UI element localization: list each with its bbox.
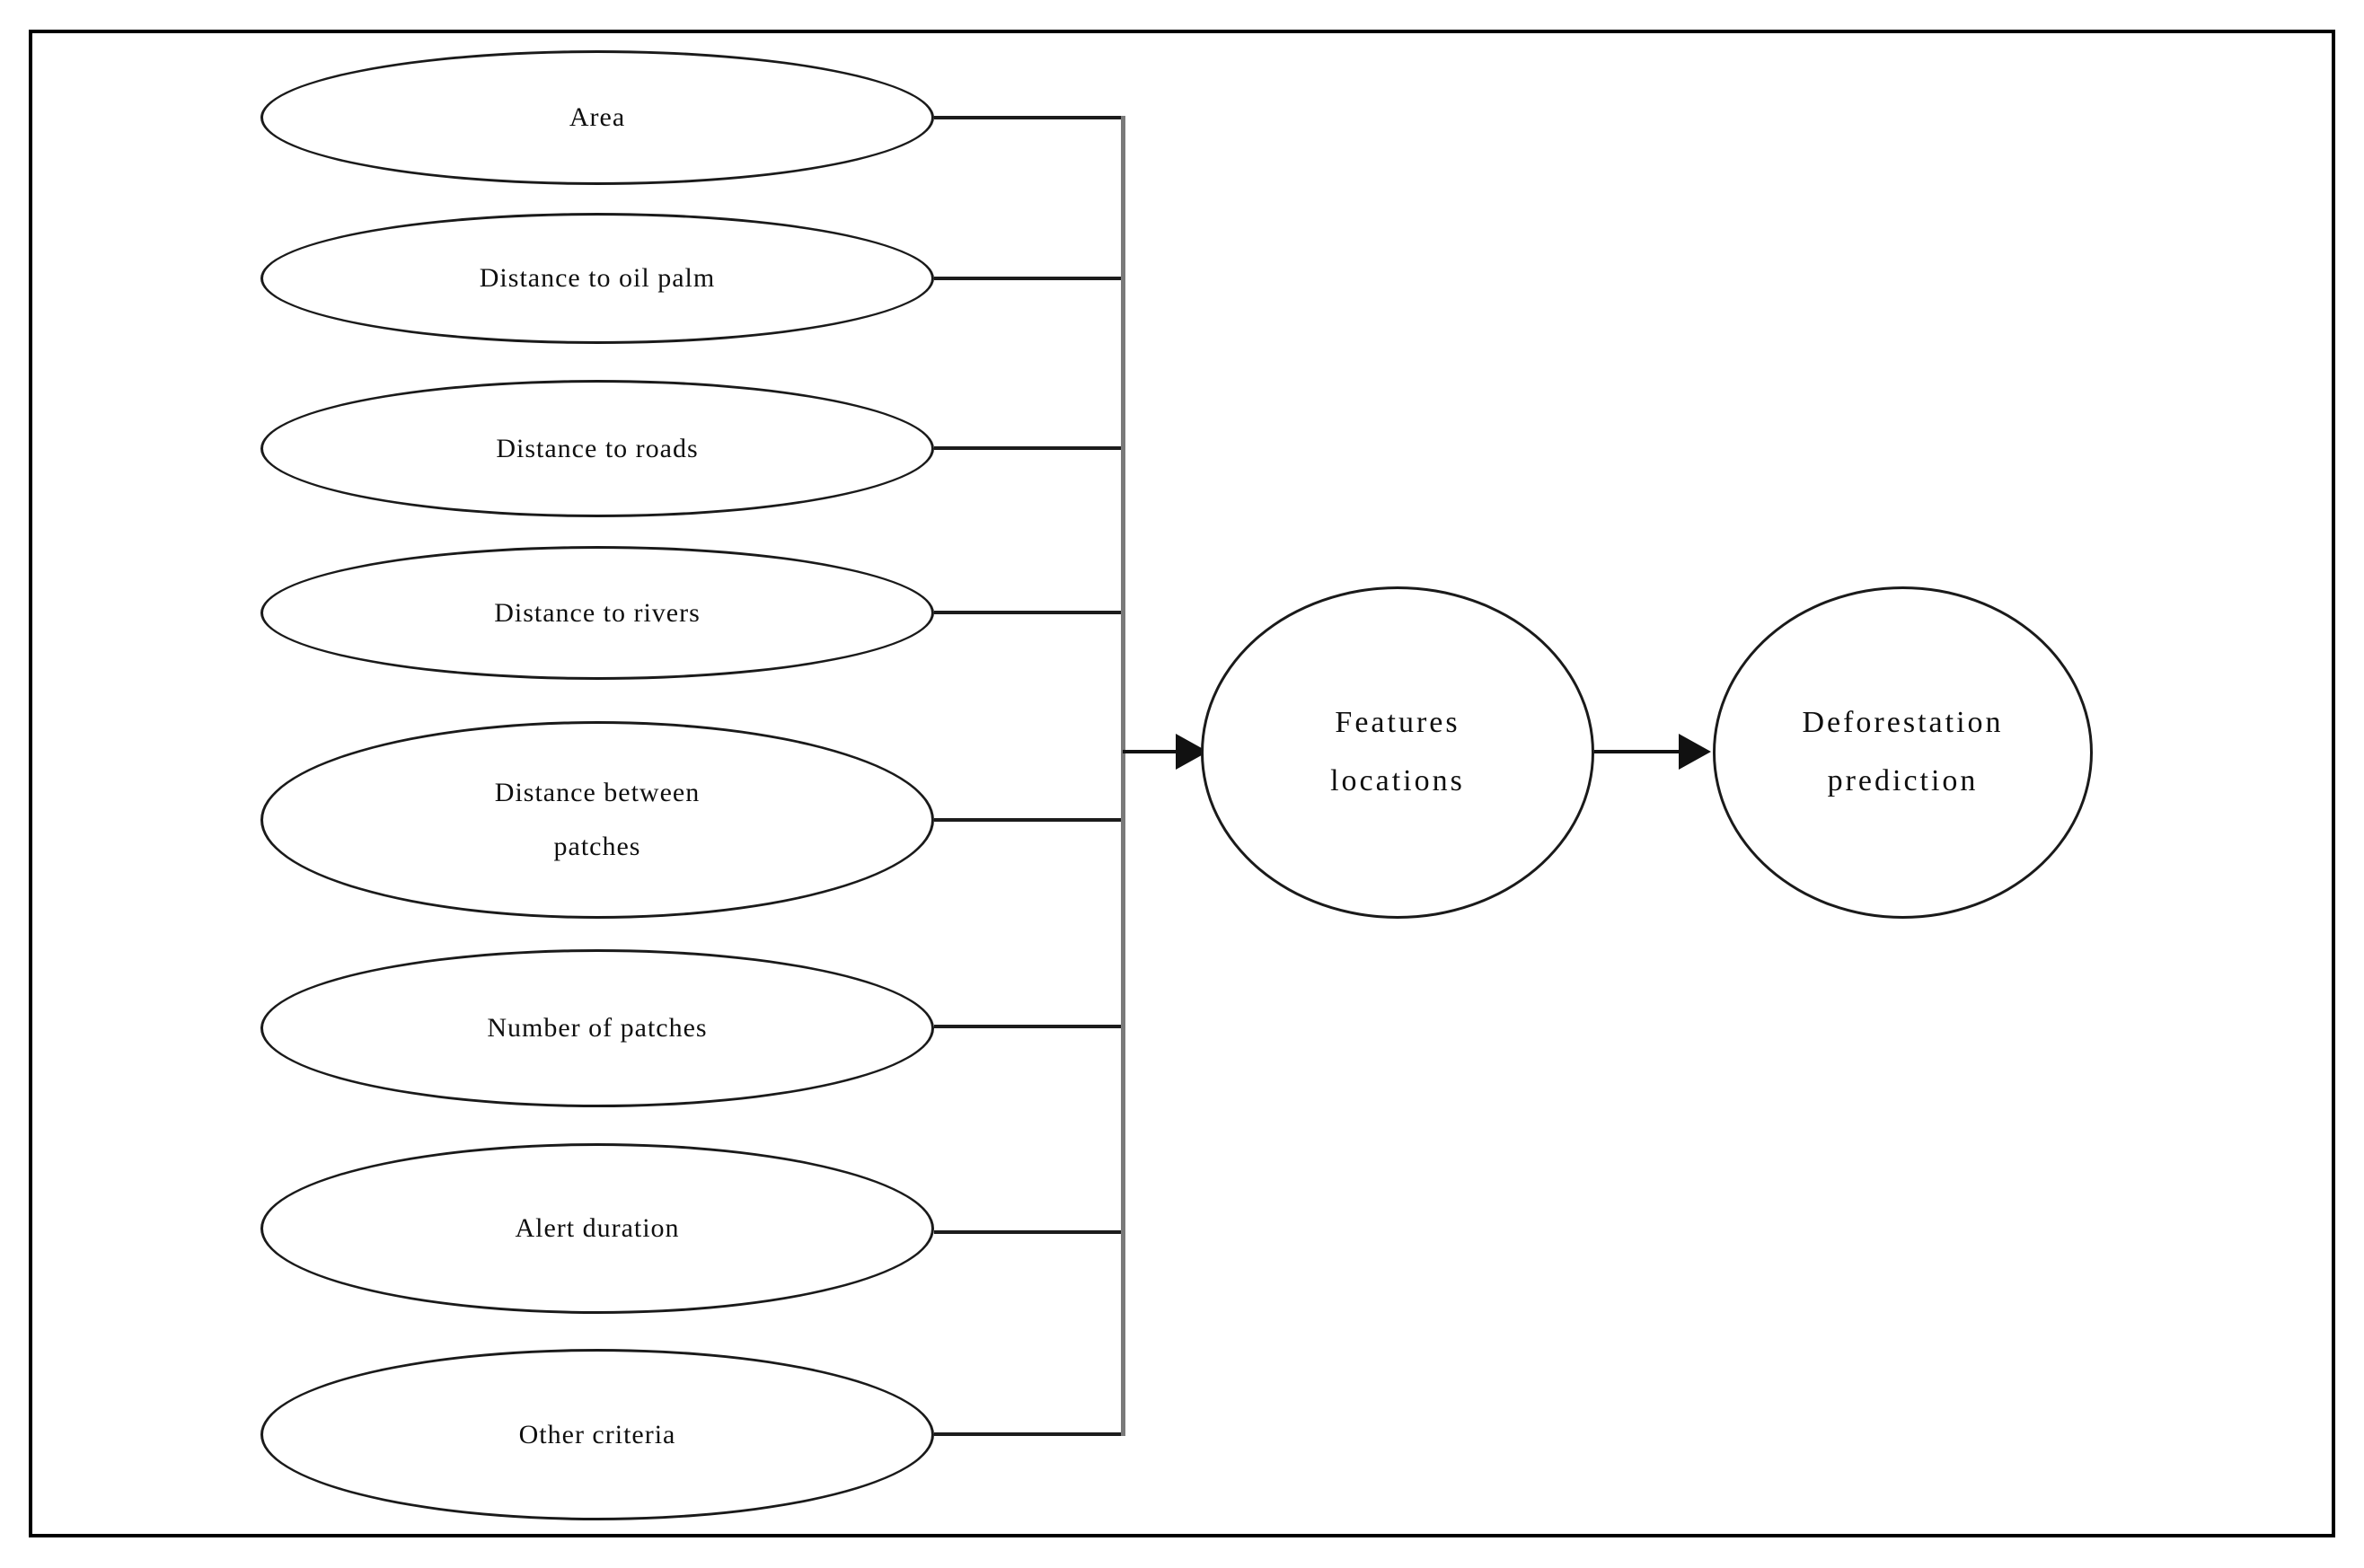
node-deforestation-prediction-label: Deforestation prediction: [1802, 706, 2004, 797]
node-alert-duration: Alert duration: [260, 1143, 934, 1314]
node-area-label: Area: [569, 102, 626, 132]
connector-line-roads: [934, 446, 1125, 450]
node-other-criteria: Other criteria: [260, 1349, 934, 1520]
connector-line-number-of-patches: [934, 1025, 1125, 1028]
node-distance-to-oil-palm: Distance to oil palm: [260, 213, 934, 344]
node-distance-between-patches-label: Distance between patches: [494, 778, 701, 861]
trunk-line: [1121, 116, 1125, 1436]
node-area: Area: [260, 50, 934, 185]
node-number-of-patches: Number of patches: [260, 949, 934, 1107]
node-features-locations: Features locations: [1201, 586, 1594, 919]
node-distance-to-rivers: Distance to rivers: [260, 546, 934, 680]
connector-line-area: [934, 116, 1125, 119]
connector-line-oil-palm: [934, 277, 1125, 280]
connector-line-between-patches: [934, 818, 1125, 822]
node-number-of-patches-label: Number of patches: [487, 1013, 708, 1043]
connector-line-other-criteria: [934, 1432, 1125, 1436]
node-other-criteria-label: Other criteria: [518, 1419, 676, 1449]
arrow-to-prediction-line: [1594, 750, 1682, 753]
arrow-to-features-line: [1123, 750, 1178, 753]
connector-line-rivers: [934, 611, 1125, 614]
node-distance-to-roads-label: Distance to roads: [496, 433, 699, 463]
node-distance-between-patches: Distance between patches: [260, 721, 934, 919]
diagram-frame: Area Distance to oil palm Distance to ro…: [29, 30, 2335, 1537]
node-alert-duration-label: Alert duration: [515, 1213, 680, 1243]
node-distance-to-rivers-label: Distance to rivers: [494, 597, 701, 628]
node-deforestation-prediction: Deforestation prediction: [1713, 586, 2093, 919]
node-distance-to-roads: Distance to roads: [260, 380, 934, 517]
arrowhead-right-icon: [1679, 734, 1711, 770]
node-features-locations-label: Features locations: [1330, 706, 1465, 797]
node-distance-to-oil-palm-label: Distance to oil palm: [479, 263, 716, 293]
connector-line-alert-duration: [934, 1230, 1125, 1234]
